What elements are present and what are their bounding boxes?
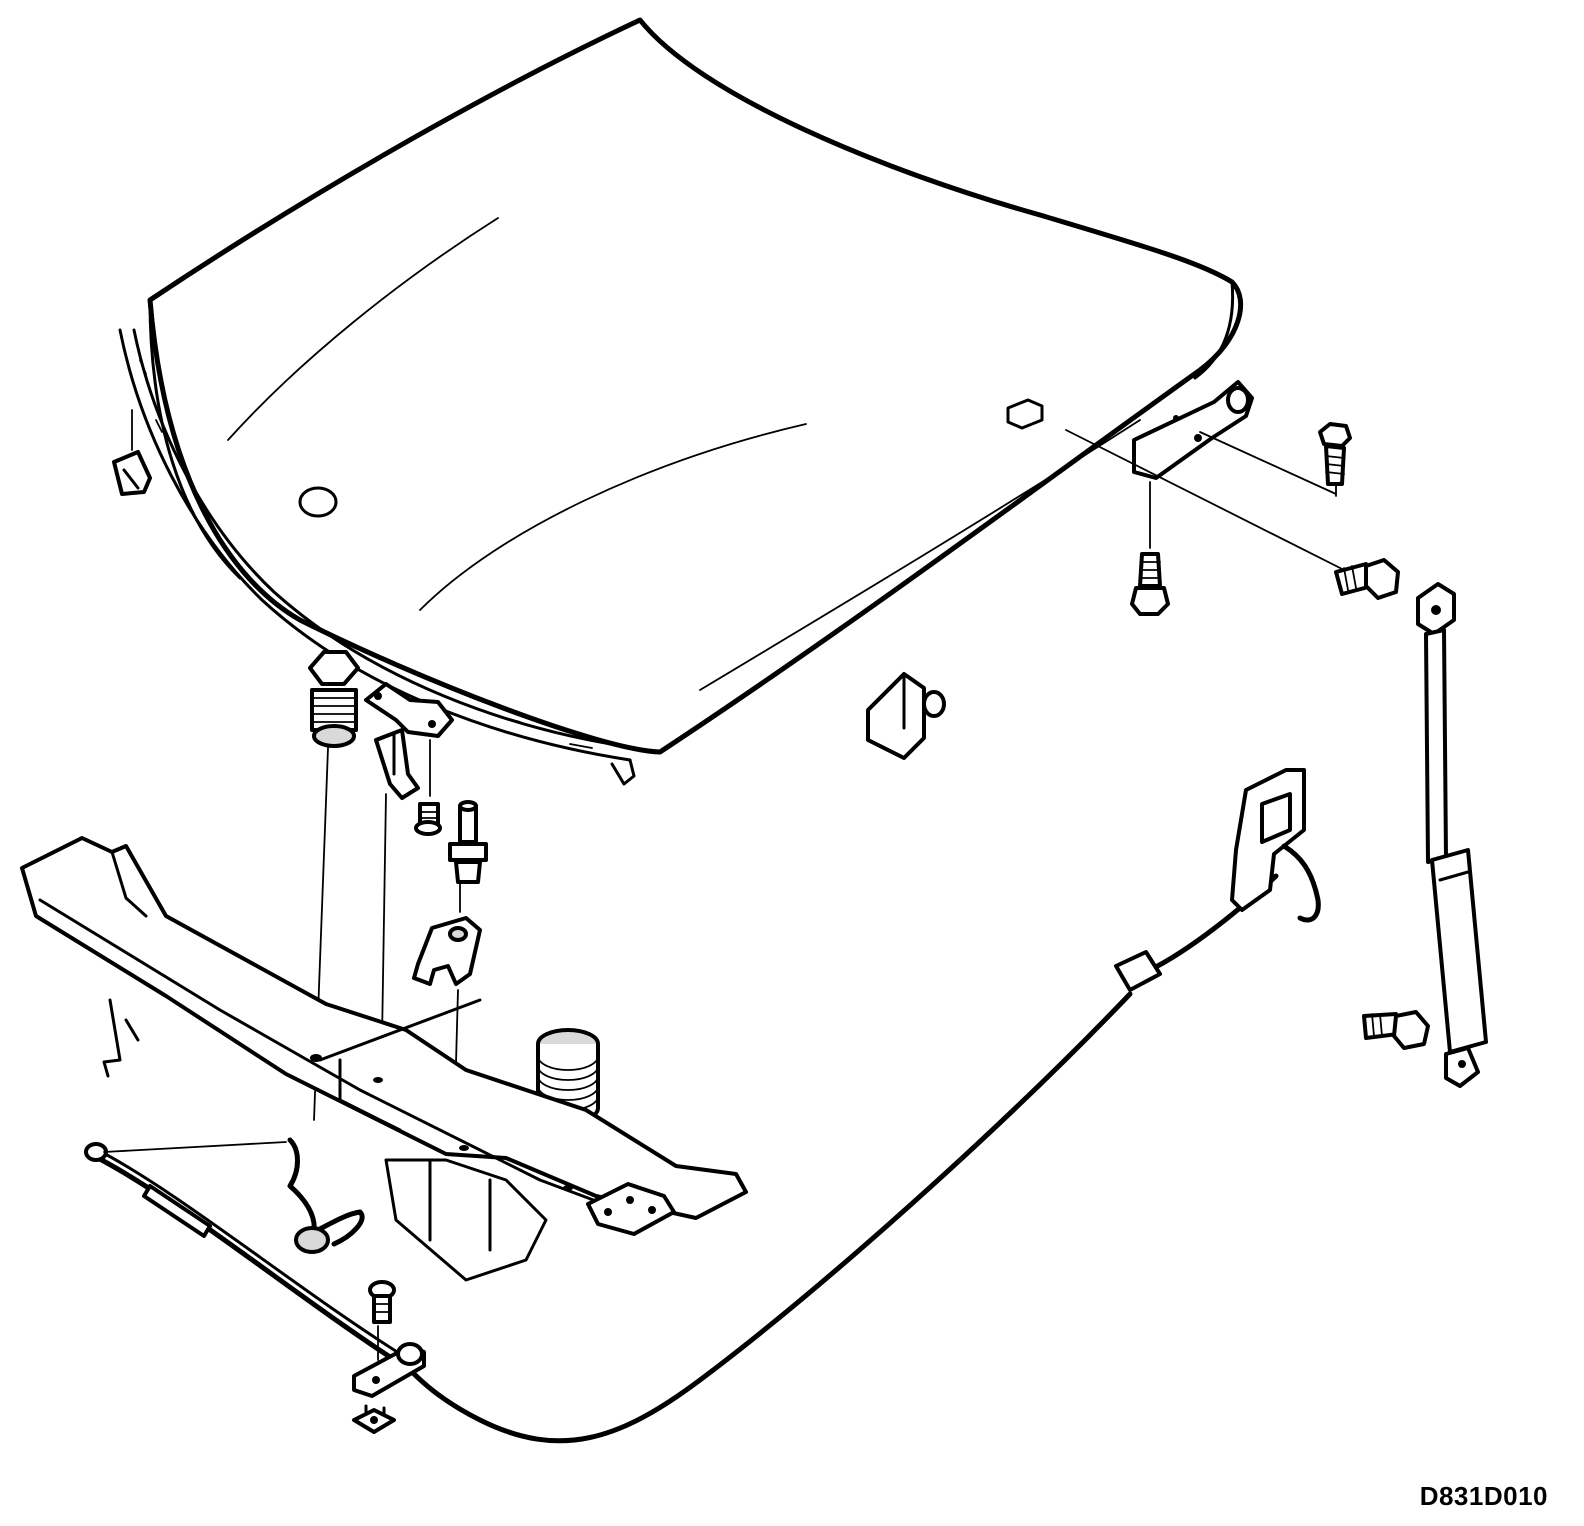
latch-striker <box>374 728 420 800</box>
gas-strut <box>1416 582 1488 1088</box>
diagram-reference-code: D831D010 <box>1419 1481 1548 1511</box>
hood-panel <box>147 17 1243 755</box>
seal-clip <box>112 409 152 496</box>
radiator-crossmember <box>20 836 748 1282</box>
clip-screw <box>368 1280 396 1324</box>
release-cable <box>84 873 1279 1444</box>
safety-catch <box>103 1137 365 1254</box>
release-handle <box>1230 768 1321 923</box>
hood-buffer <box>364 682 454 1041</box>
front-hood-clip <box>866 672 946 760</box>
cable-clip <box>352 1325 426 1398</box>
gas-strut-bolt-lower <box>1362 1010 1430 1050</box>
hinge-bolt-lower <box>1130 481 1170 616</box>
hood-seal-strip <box>118 328 638 786</box>
hood-hinge <box>1065 380 1361 579</box>
striker-screw <box>414 739 442 836</box>
clip-nut <box>352 1404 396 1434</box>
gas-strut-bolt-upper <box>1334 558 1400 600</box>
guide-pin <box>448 800 488 913</box>
hinge-bolt <box>1318 422 1352 486</box>
